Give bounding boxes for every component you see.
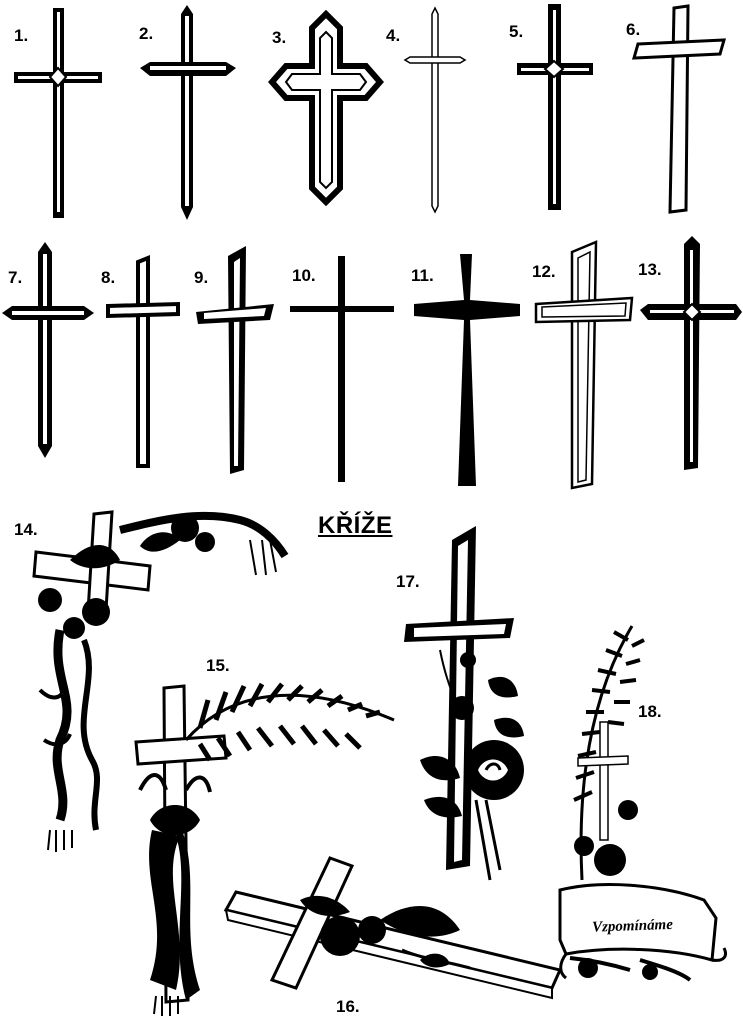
label-4: 4. <box>386 26 401 45</box>
label-18: 18. <box>638 702 662 721</box>
cross-4 <box>403 6 467 214</box>
label-3: 3. <box>272 28 287 47</box>
label-6: 6. <box>626 20 641 39</box>
label-14: 14. <box>14 520 38 539</box>
cross-10 <box>290 256 394 482</box>
cross-2 <box>140 5 236 220</box>
label-9: 9. <box>194 268 209 287</box>
label-1: 1. <box>14 26 29 45</box>
label-15: 15. <box>206 656 230 675</box>
cross-13 <box>640 236 742 470</box>
page-title: KŘÍŽE <box>318 512 393 539</box>
ornament-cross-18: Vzpomínáme <box>558 625 727 982</box>
cross-9 <box>196 246 274 474</box>
label-16: 16. <box>336 997 360 1016</box>
label-7: 7. <box>8 268 23 287</box>
cross-1 <box>14 8 102 218</box>
banner-text: Vzpomínáme <box>592 917 674 936</box>
cross-11 <box>414 254 520 486</box>
cross-3 <box>268 9 384 207</box>
label-8: 8. <box>101 268 116 287</box>
label-13: 13. <box>638 260 662 279</box>
label-10: 10. <box>292 266 316 285</box>
label-11: 11. <box>411 266 434 285</box>
cross-12 <box>534 240 634 490</box>
cross-8 <box>106 255 180 468</box>
label-2: 2. <box>139 24 154 43</box>
cross-5 <box>517 4 593 210</box>
ornament-cross-16 <box>223 856 563 1000</box>
ornament-cross-17 <box>404 526 524 881</box>
label-17: 17. <box>396 572 420 591</box>
cross-6 <box>631 4 727 214</box>
cross-7 <box>2 242 94 458</box>
label-5: 5. <box>509 22 524 41</box>
label-12: 12. <box>532 262 556 281</box>
ornament-cross-14 <box>32 510 289 852</box>
ornament-cross-15 <box>134 682 395 1016</box>
